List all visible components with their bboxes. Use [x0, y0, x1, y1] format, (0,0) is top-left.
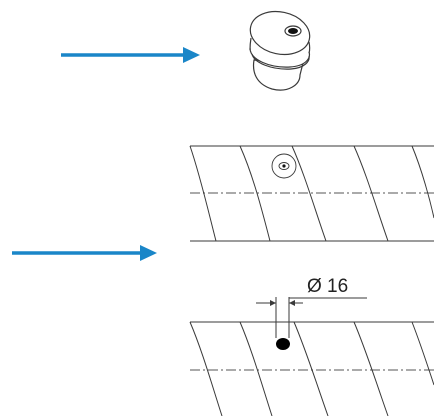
spiral-duct-lower: [189, 321, 434, 416]
hole-dimension: [256, 297, 367, 338]
dimension-label: Ø 16: [307, 276, 348, 297]
arrow-to-grommet: [61, 47, 200, 63]
spiral-duct-upper: [189, 145, 434, 242]
installed-grommet-icon: [271, 153, 297, 179]
arrow-to-duct: [12, 245, 157, 261]
drilled-hole: [276, 338, 290, 350]
grommet-plug-icon: [249, 10, 311, 91]
